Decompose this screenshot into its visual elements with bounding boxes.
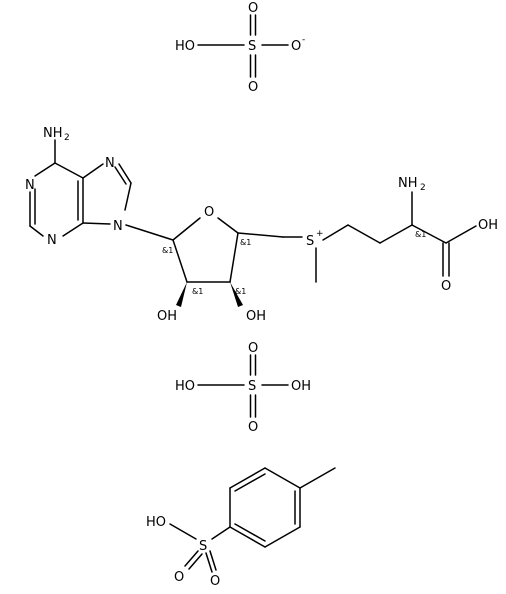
bond: [264, 467, 301, 489]
hydroxyl-label: HO: [146, 515, 166, 530]
bond: [379, 224, 413, 244]
oxygen-label: O: [210, 574, 220, 589]
bond: [62, 222, 84, 237]
hydroxyl-label: HO: [175, 379, 195, 394]
amine-subscript: 2: [420, 183, 426, 193]
sulfonium-label: S: [306, 234, 314, 249]
stereo-label: &1: [235, 287, 246, 296]
ring-oxygen-label: O: [204, 205, 214, 220]
bond: [237, 232, 284, 238]
bond: [172, 239, 188, 283]
bond: [229, 526, 266, 548]
amine-subscript: 2: [64, 133, 70, 143]
nitrogen-label: N: [25, 178, 35, 193]
bond: [229, 467, 266, 489]
adenine-group: NH 2 N N N N: [25, 126, 174, 248]
bond: [211, 526, 231, 540]
stereo-label: &1: [162, 246, 173, 255]
bond: [124, 182, 132, 211]
bond: [411, 224, 447, 244]
stereo-label: &1: [415, 230, 426, 239]
hydroxyl-label: OH: [157, 309, 177, 324]
bond: [234, 523, 266, 542]
wedge-bond: [230, 282, 243, 307]
bond: [114, 166, 127, 185]
bond: [169, 523, 197, 540]
amine-label: NH: [398, 176, 418, 191]
bond: [184, 550, 199, 567]
ribose-ring: O OH OH &1 &1 &1 &1: [157, 205, 284, 324]
sulfate-anion: HO S O O O -: [175, 1, 305, 95]
bond: [34, 162, 56, 177]
nitrogen-label: N: [113, 219, 123, 234]
bond: [229, 232, 239, 283]
methionine-chain: S + NH 2 &1 OH O: [282, 176, 498, 294]
hydroxyl-label: OH: [291, 379, 311, 394]
oxygen-label: O: [174, 570, 184, 585]
positive-charge: +: [316, 229, 324, 239]
bond: [205, 552, 213, 573]
stereo-label: &1: [192, 287, 203, 296]
bond: [172, 217, 201, 241]
bond: [322, 224, 349, 241]
oxygen-label: O: [248, 80, 258, 95]
bond: [118, 163, 132, 184]
bond: [445, 225, 477, 244]
tosylic-acid: HO S O O: [146, 467, 336, 589]
stereo-label: &1: [240, 238, 251, 247]
sulfuric-acid: HO S OH O O: [175, 341, 311, 435]
bond: [209, 550, 217, 571]
nitrogen-label: N: [105, 156, 115, 171]
bond: [347, 224, 381, 244]
carbonyl-oxygen-label: O: [441, 279, 451, 294]
bond: [234, 473, 266, 492]
sulfur-label: S: [248, 39, 256, 54]
bond: [217, 217, 239, 234]
bond: [188, 553, 203, 570]
sulfur-label: S: [248, 379, 256, 394]
bond: [299, 467, 336, 489]
bond: [82, 222, 111, 225]
bond: [125, 224, 174, 241]
oxygen-label: O: [291, 39, 301, 54]
amine-label: NH: [43, 126, 63, 141]
wedge-bond: [176, 282, 187, 307]
hydroxyl-label: HO: [175, 39, 195, 54]
oxygen-label: O: [248, 1, 258, 16]
negative-charge: -: [302, 35, 305, 45]
oxygen-label: O: [248, 420, 258, 435]
hydroxyl-label: OH: [246, 309, 266, 324]
nitrogen-label: N: [47, 233, 57, 248]
bond: [264, 526, 301, 548]
bond: [54, 162, 84, 179]
oxygen-label: O: [248, 341, 258, 356]
sulfur-label: S: [199, 539, 207, 554]
bond: [29, 225, 44, 237]
hydroxyl-label: OH: [478, 218, 498, 233]
bond: [82, 163, 104, 179]
